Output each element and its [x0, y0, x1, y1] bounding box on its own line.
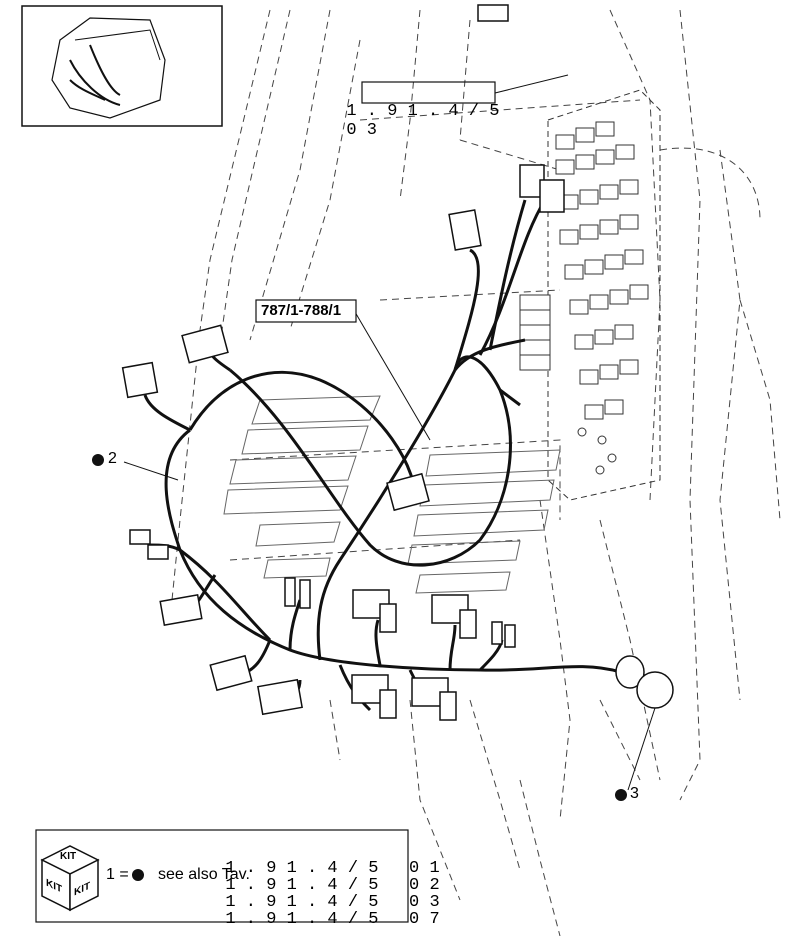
- legend-dot: [132, 869, 144, 881]
- legend-reference-code: 1 . 9 1 . 4 / 5: [225, 910, 379, 929]
- reference-code-top-prefix: 1 . 9 1 . 4 / 5: [346, 102, 500, 121]
- cab-thumbnail: [21, 5, 223, 127]
- relay-fuse-panel: [519, 89, 661, 501]
- harness-wires: [143, 199, 621, 712]
- legend-reference-suffix: 0 7: [409, 910, 440, 929]
- legend-reference-suffix: 0 2: [409, 876, 440, 895]
- callout-label-3: 3: [630, 785, 639, 802]
- legend-reference-suffix: 0 1: [409, 859, 440, 878]
- legend-box: [35, 829, 409, 923]
- legend-reference-row: 1 . 9 1 . 4 / 5 0 1: [205, 843, 440, 878]
- reference-box: [361, 81, 496, 104]
- kit-cube-icon: [40, 845, 100, 912]
- floor-mat: [223, 395, 561, 594]
- reference-code-top: 1 . 9 1 . 4 / 5 0 3: [326, 83, 499, 140]
- legend-reference-code: 1 . 9 1 . 4 / 5: [225, 859, 379, 878]
- legend-see-also: see also Tav.: [158, 866, 250, 883]
- legend-reference-row: 1 . 9 1 . 4 / 5 0 7: [205, 894, 440, 929]
- legend-reference-code: 1 . 9 1 . 4 / 5: [225, 876, 379, 895]
- leader-lines: [123, 74, 656, 791]
- part-label: 787/1-788/1: [261, 302, 342, 319]
- legend-reference-row: 1 . 9 1 . 4 / 5 0 2: [205, 860, 440, 895]
- part-label-box: [255, 299, 357, 323]
- legend-reference-suffix: 0 3: [409, 893, 440, 912]
- legend-reference-code: 1 . 9 1 . 4 / 5: [225, 893, 379, 912]
- legend-reference-row: 1 . 9 1 . 4 / 5 0 3: [205, 877, 440, 912]
- legend-equals: 1 =: [106, 866, 129, 883]
- callout-label-2: 2: [108, 450, 117, 467]
- connectors: [121, 4, 674, 721]
- callout-dot-2: [92, 454, 104, 466]
- reference-code-top-suffix: 0 3: [346, 121, 378, 140]
- callout-dot-3: [615, 789, 627, 801]
- cab-frame-dashed: [169, 9, 781, 936]
- kit-label-top: KIT: [60, 851, 77, 862]
